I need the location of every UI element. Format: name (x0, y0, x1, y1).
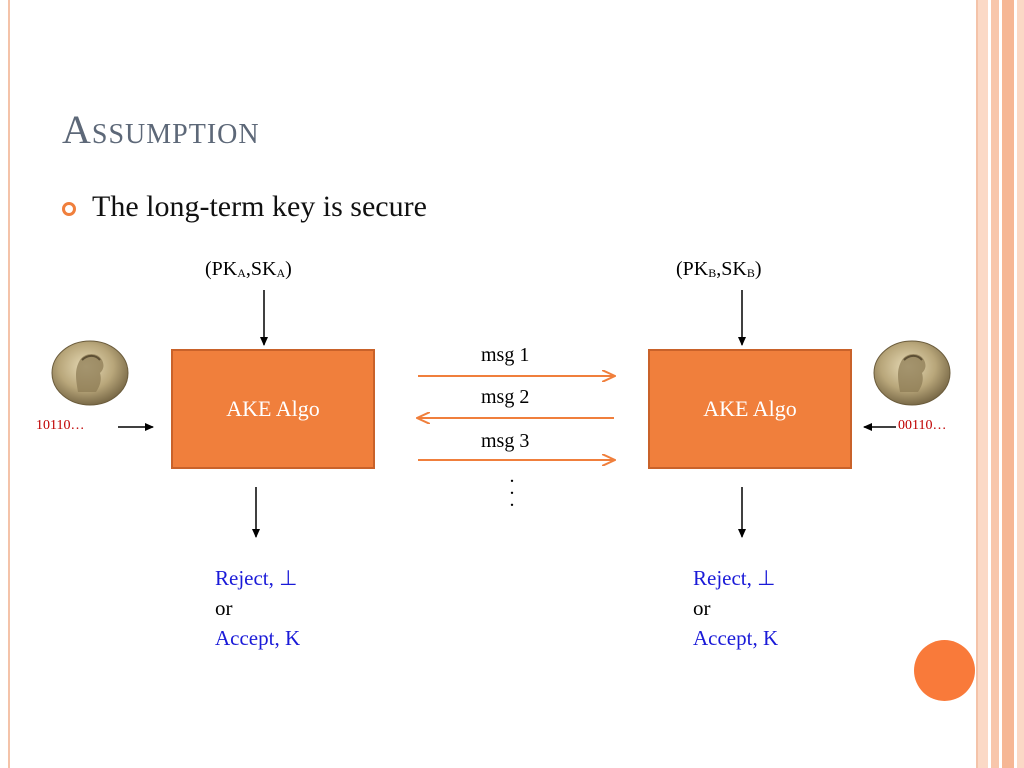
message-2-label: msg 2 (481, 386, 530, 408)
slide-title: Assumption (62, 107, 260, 152)
bullet-text: The long-term key is secure (92, 190, 427, 223)
randomness-bits-b: 00110… (898, 418, 947, 433)
result-b-reject: Reject, ⊥ (693, 566, 776, 590)
sk-b: SK (721, 258, 747, 280)
result-b-accept: Accept, K (693, 626, 779, 650)
sk-b-sub: B (746, 266, 755, 280)
coin-icon-a (51, 340, 129, 406)
result-a-accept: Accept, K (215, 626, 301, 650)
bullet-icon (62, 202, 76, 216)
message-1-label: msg 1 (481, 344, 530, 366)
result-b-or: or (693, 596, 711, 620)
pk-b: PK (682, 258, 709, 280)
slide-frame (8, 0, 978, 768)
ake-algo-label-b: AKE Algo (703, 396, 797, 421)
pk-a-sub: A (237, 266, 246, 280)
ake-algo-box-b: AKE Algo (648, 349, 852, 469)
result-b: Reject, ⊥ or Accept, K (693, 563, 778, 653)
bullet-item: The long-term key is secure (62, 190, 427, 224)
result-a-or: or (215, 596, 233, 620)
decorative-stripes (978, 0, 1024, 768)
randomness-bits-a: 10110… (36, 418, 85, 433)
decorative-circle (914, 640, 975, 701)
sk-a-sub: A (276, 266, 286, 280)
message-3-label: msg 3 (481, 430, 530, 452)
key-pair-a-label: (PKA,SKA) (205, 258, 292, 280)
ake-algo-label-a: AKE Algo (226, 396, 320, 421)
coin-icon-b (873, 340, 951, 406)
result-a: Reject, ⊥ or Accept, K (215, 563, 300, 653)
ake-algo-box-a: AKE Algo (171, 349, 375, 469)
sk-a: SK (250, 258, 277, 280)
pk-a: PK (211, 258, 238, 280)
pk-b-sub: B (708, 266, 717, 280)
key-pair-b-label: (PKB,SKB) (676, 258, 762, 280)
result-a-reject: Reject, ⊥ (215, 566, 298, 590)
message-ellipsis: ... (509, 465, 515, 511)
